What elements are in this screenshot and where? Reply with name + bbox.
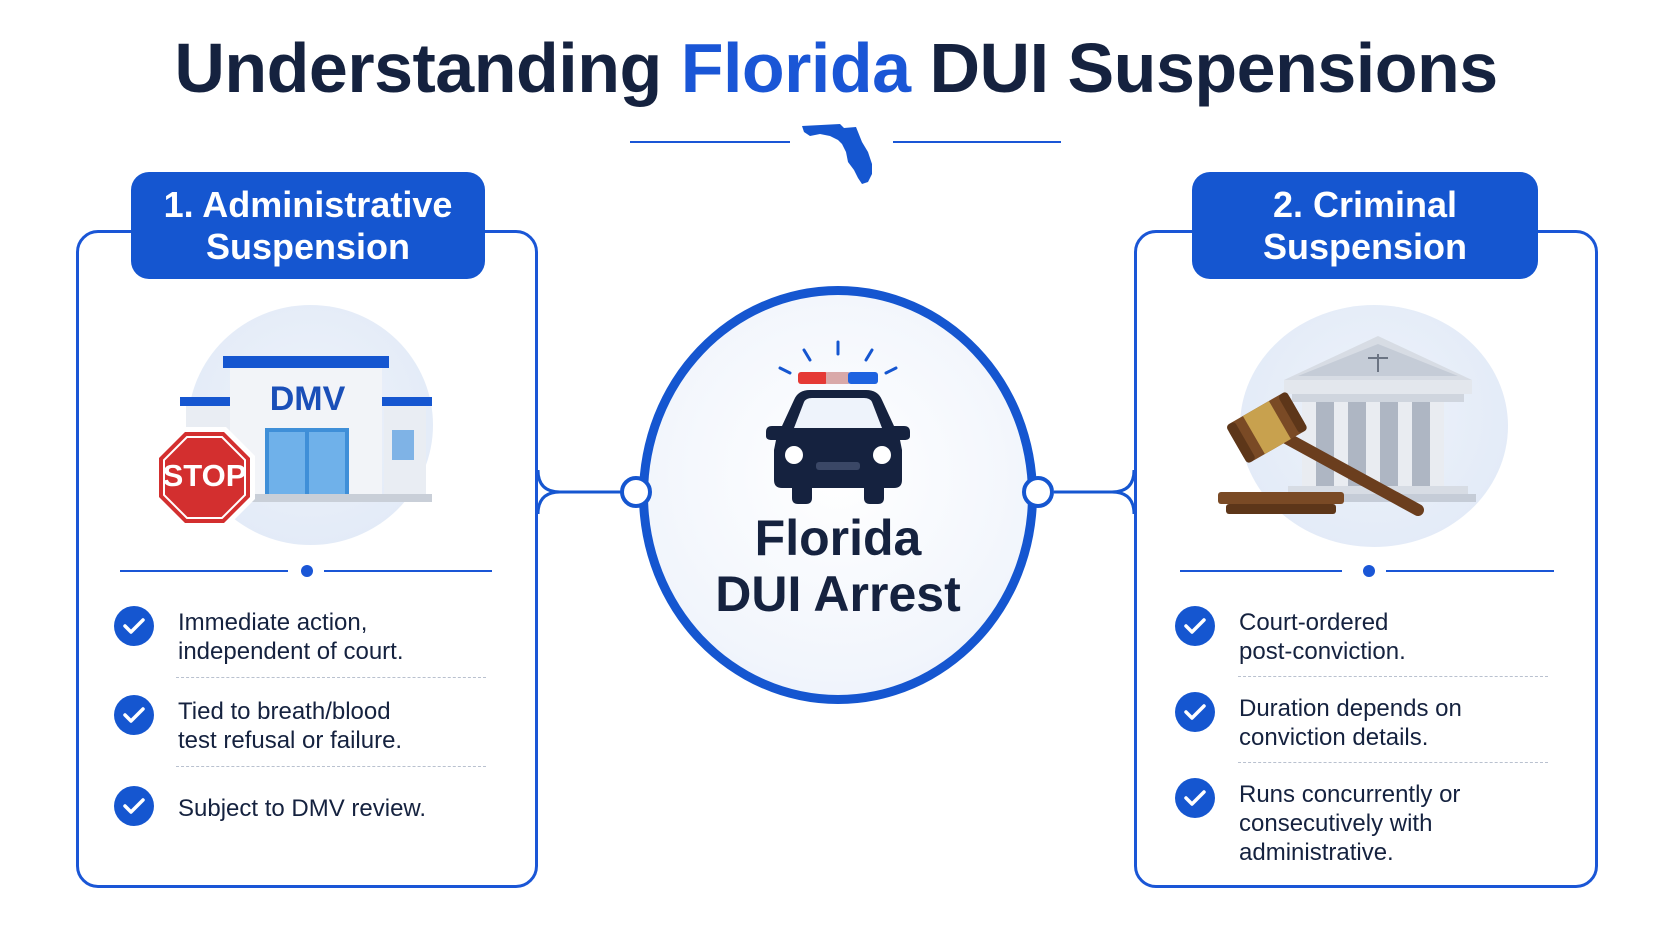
stop-sign-icon: [154, 427, 255, 528]
center-circle: [639, 286, 1037, 704]
administrative-header-line1: 1. Administrative: [163, 183, 453, 225]
check-icon: [1175, 778, 1215, 818]
right-divider-dot: [1363, 565, 1375, 577]
stop-sign-text: STOP: [162, 458, 247, 493]
title-rule-left: [630, 141, 790, 143]
administrative-header: 1. Administrative Suspension: [131, 172, 485, 279]
title-suffix: DUI Suspensions: [910, 29, 1498, 107]
admin-item-separator: [176, 677, 486, 678]
title-rule-right: [893, 141, 1061, 143]
right-connector-node: [1022, 476, 1054, 508]
criminal-item-3: Runs concurrently or consecutively with …: [1175, 778, 1460, 867]
criminal-item-2: Duration depends on conviction details.: [1175, 692, 1462, 752]
admin-item-1: Immediate action, independent of court.: [114, 606, 404, 666]
center-label: Florida DUI Arrest: [639, 510, 1037, 622]
police-car-icon: [766, 340, 910, 504]
criminal-item-separator: [1238, 676, 1548, 677]
courthouse-gavel-icon: [1218, 336, 1476, 516]
title-highlight: Florida: [680, 29, 911, 107]
left-connector-node: [620, 476, 652, 508]
administrative-header-line2: Suspension: [205, 225, 411, 267]
criminal-item-separator: [1238, 762, 1548, 763]
admin-item-3-text: Subject to DMV review.: [178, 795, 427, 822]
criminal-item-1: Court-ordered post-conviction.: [1175, 606, 1406, 666]
admin-item-separator: [176, 766, 486, 767]
dmv-sign: DMV: [269, 380, 346, 418]
admin-item-1-text: Immediate action, independent of court.: [178, 609, 404, 665]
right-divider-line-b: [1386, 570, 1554, 572]
left-divider-dot: [301, 565, 313, 577]
center-label-line1: Florida: [754, 510, 922, 566]
admin-item-2-text: Tied to breath/blood test refusal or fai…: [178, 698, 403, 754]
page-title: Understanding Florida DUI Suspensions: [0, 28, 1672, 108]
title-prefix: Understanding: [174, 29, 681, 107]
admin-item-2: Tied to breath/blood test refusal or fai…: [114, 695, 402, 755]
criminal-item-3-text: Runs concurrently or consecutively with …: [1239, 781, 1461, 866]
right-divider-line-a: [1180, 570, 1342, 572]
florida-map-icon: [802, 124, 872, 184]
check-icon: [114, 606, 154, 646]
check-icon: [1175, 606, 1215, 646]
center-label-line2: DUI Arrest: [715, 566, 961, 622]
criminal-item-1-text: Court-ordered post-conviction.: [1239, 609, 1406, 665]
admin-item-3: Subject to DMV review.: [114, 786, 426, 826]
left-divider-line-a: [120, 570, 288, 572]
criminal-item-2-text: Duration depends on conviction details.: [1239, 695, 1462, 751]
check-icon: [114, 695, 154, 735]
check-icon: [1175, 692, 1215, 732]
criminal-header-line1: 2. Criminal: [1272, 183, 1458, 225]
check-icon: [114, 786, 154, 826]
criminal-header-line2: Suspension: [1262, 225, 1468, 267]
criminal-header: 2. Criminal Suspension: [1192, 172, 1538, 279]
left-divider-line-b: [324, 570, 492, 572]
